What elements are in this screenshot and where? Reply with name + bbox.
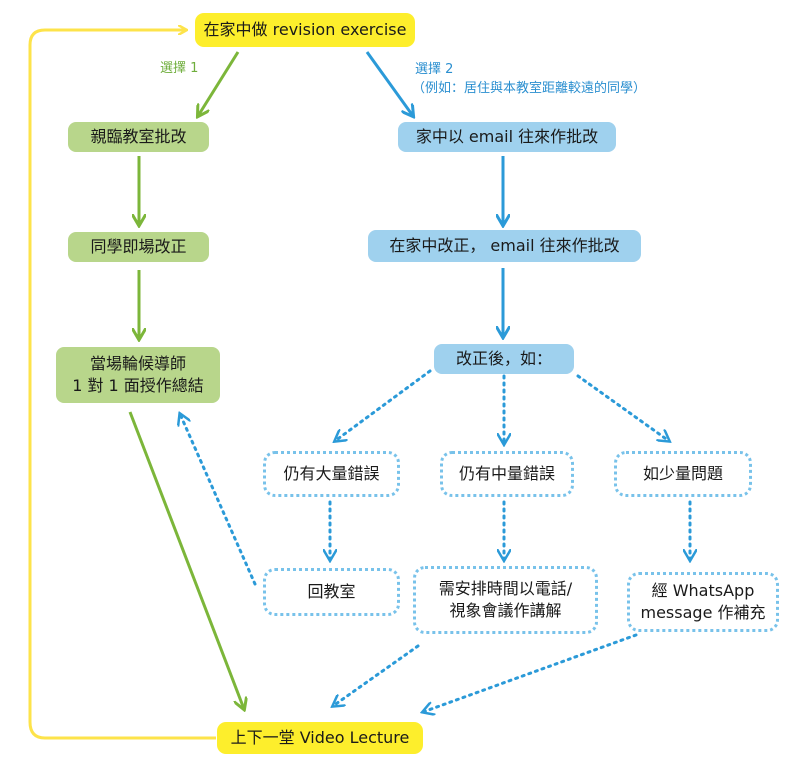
arrow-start-to-email — [365, 51, 413, 116]
node-email-marking-text: 家中以 email 往來作批改 — [415, 127, 599, 146]
node-whatsapp-line2: message 作補充 — [640, 603, 766, 622]
node-correct-on-site: 同學即場改正 — [68, 232, 209, 262]
node-many-errors-text: 仍有大量錯誤 — [283, 464, 380, 483]
arrow-tutorial-to-lecture — [128, 411, 244, 709]
label-option-2-note: （例如：居住與本教室距離較遠的同學） — [412, 81, 647, 96]
node-after-correction: 改正後，如： — [434, 344, 574, 374]
node-home-correct: 在家中改正， email 往來作批改 — [368, 230, 641, 262]
node-email-marking: 家中以 email 往來作批改 — [398, 122, 616, 152]
node-after-correction-text: 改正後，如： — [455, 349, 552, 368]
node-back-to-class: 回教室 — [263, 568, 400, 616]
arrow-start-to-visit — [198, 51, 240, 116]
node-few-questions: 如少量問題 — [614, 451, 752, 497]
node-phone-video: 需安排時間以電話/ 視象會議作講解 — [413, 566, 598, 634]
node-correct-on-site-text: 同學即場改正 — [90, 237, 187, 256]
node-many-errors: 仍有大量錯誤 — [263, 451, 400, 497]
node-start: 在家中做 revision exercise — [195, 13, 415, 47]
node-whatsapp: 經 WhatsApp message 作補充 — [627, 572, 779, 632]
label-option-2: 選擇 2 — [415, 62, 454, 77]
node-some-errors-text: 仍有中量錯誤 — [458, 464, 555, 483]
arrow-whatsapp-to-lecture — [423, 633, 638, 712]
arrow-after-to-few — [576, 374, 669, 441]
node-whatsapp-line1: 經 WhatsApp — [651, 581, 755, 600]
node-visit-classroom-text: 親臨教室批改 — [90, 127, 187, 146]
node-next-lecture-text: 上下一堂 Video Lecture — [230, 728, 410, 747]
node-next-lecture: 上下一堂 Video Lecture — [217, 722, 423, 754]
node-phone-video-line1: 需安排時間以電話/ — [438, 579, 573, 598]
arrow-phone-to-lecture — [333, 644, 420, 706]
node-tutorial: 當場輪候導師 1 對 1 面授作總結 — [56, 347, 220, 403]
label-option-1: 選擇 1 — [160, 61, 199, 76]
arrow-after-to-many — [335, 369, 432, 441]
node-home-correct-text: 在家中改正， email 往來作批改 — [389, 236, 620, 255]
arrow-back-to-tutorial — [180, 414, 257, 586]
node-tutorial-line1: 當場輪候導師 — [89, 354, 186, 373]
node-few-questions-text: 如少量問題 — [642, 464, 723, 483]
node-phone-video-line2: 視象會議作講解 — [449, 601, 562, 620]
node-tutorial-line2: 1 對 1 面授作總結 — [72, 376, 204, 395]
loop-back-arrow — [28, 30, 216, 740]
node-visit-classroom: 親臨教室批改 — [68, 122, 209, 152]
node-back-to-class-text: 回教室 — [307, 582, 356, 601]
node-start-text: 在家中做 revision exercise — [203, 20, 407, 39]
node-some-errors: 仍有中量錯誤 — [440, 451, 574, 497]
